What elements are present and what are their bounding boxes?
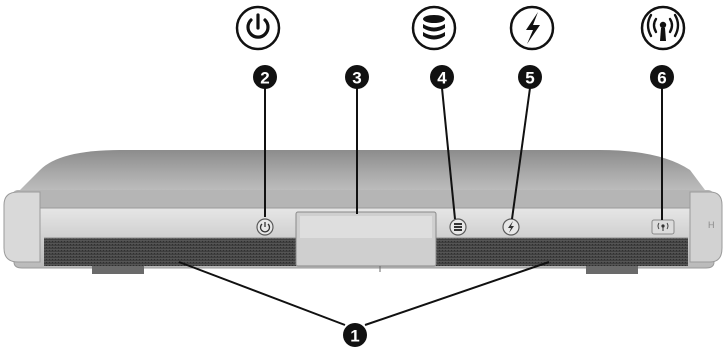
right-foot: [586, 266, 638, 274]
drive-light: [449, 218, 467, 236]
leader-lines: [178, 87, 663, 326]
callout-2: 2: [253, 65, 277, 89]
callout-4-number: 4: [437, 69, 447, 88]
battery-light: [502, 218, 520, 236]
lid-edge: [12, 190, 714, 208]
callout-1: 1: [343, 323, 367, 347]
callout-2-number: 2: [260, 69, 269, 88]
battery-lightning-icon: [509, 5, 555, 51]
drive-icon: [411, 5, 457, 51]
left-foot: [92, 266, 144, 274]
left-speaker-grille: [44, 238, 296, 266]
callout-6: 6: [650, 65, 674, 89]
right-speaker-grille: [436, 238, 688, 266]
laptop-body: H: [3, 150, 723, 274]
power-icon: [235, 5, 281, 51]
leader-1a: [178, 261, 346, 326]
callout-3: 3: [345, 65, 369, 89]
power-light: [256, 218, 274, 236]
callout-5-number: 5: [525, 69, 534, 88]
leader-5: [511, 87, 531, 220]
wireless-icon: [640, 5, 686, 51]
callout-1-number: 1: [350, 327, 359, 346]
callout-4: 4: [430, 65, 454, 89]
callout-5: 5: [518, 65, 542, 89]
laptop-lid: [20, 150, 705, 190]
case-edge-text: H: [708, 220, 715, 230]
leader-4: [441, 87, 456, 220]
top-icons: [235, 5, 686, 51]
leader-1b: [364, 261, 550, 326]
left-end-cap: [3, 191, 41, 263]
callout-6-number: 6: [657, 69, 666, 88]
wireless-light: [651, 219, 675, 235]
right-end-cap: [689, 191, 723, 263]
callout-markers: 2 3 4 5 6 1: [253, 65, 674, 347]
callout-3-number: 3: [352, 69, 361, 88]
